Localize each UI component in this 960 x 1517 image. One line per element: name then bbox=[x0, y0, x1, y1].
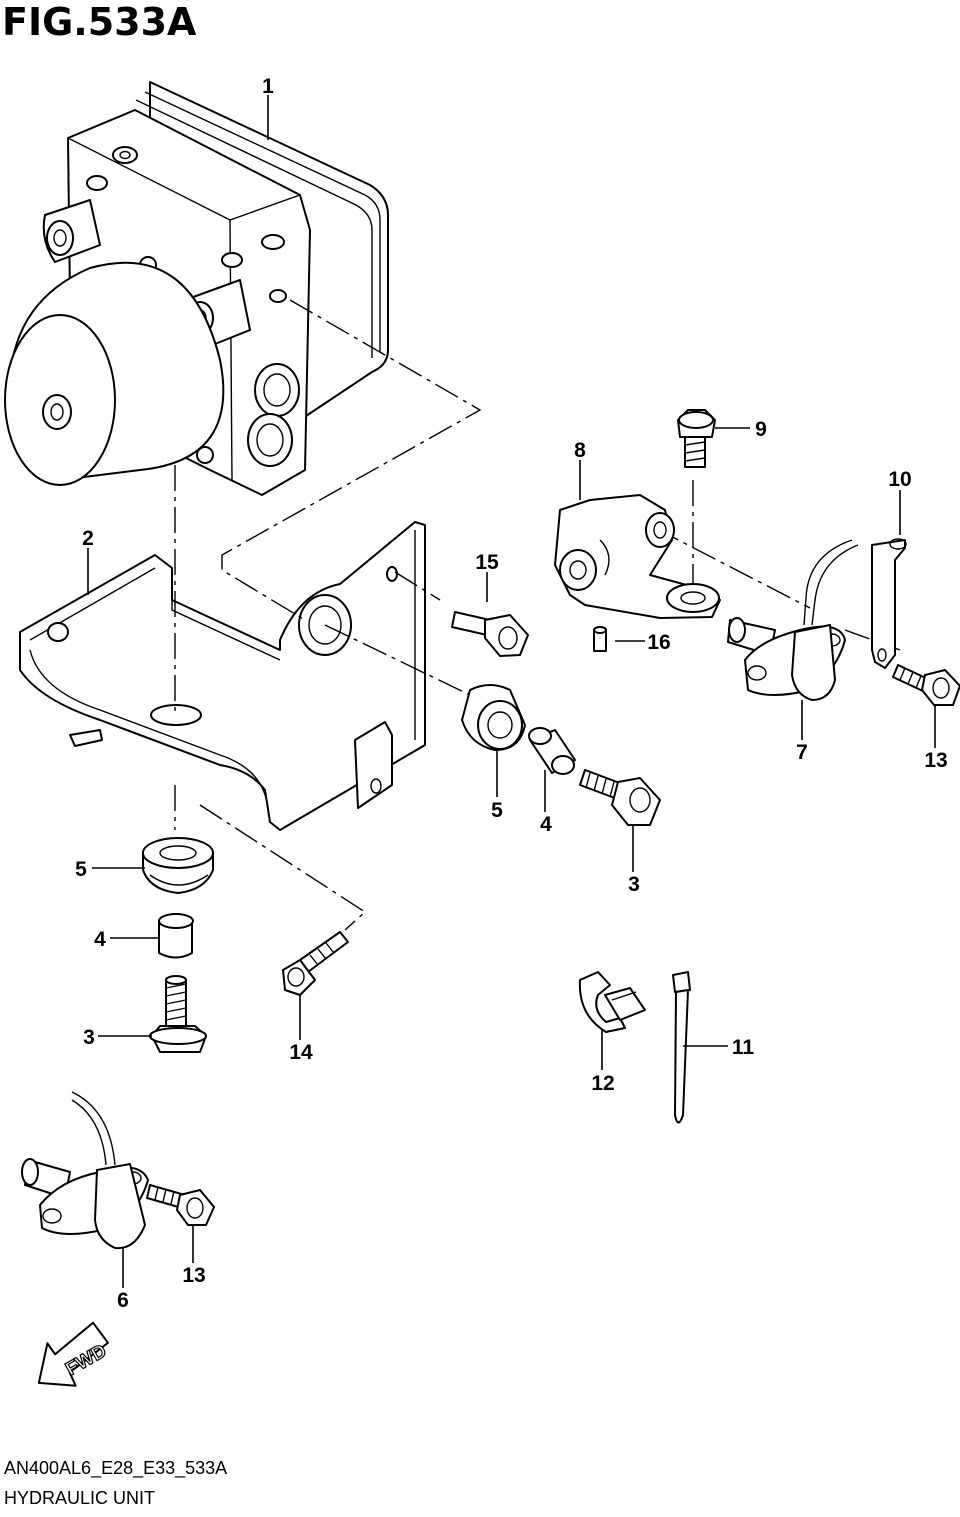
speed-sensor-part-7[interactable] bbox=[727, 539, 859, 701]
callout-6: 6 bbox=[117, 1289, 129, 1312]
collar-part-4-lower[interactable] bbox=[158, 913, 194, 959]
bolt-part-14[interactable] bbox=[282, 931, 349, 996]
assembly-centerlines bbox=[174, 299, 901, 931]
callout-3-lower: 3 bbox=[83, 1026, 95, 1049]
bracket-part-2[interactable] bbox=[19, 521, 426, 831]
callout-7: 7 bbox=[796, 741, 808, 764]
sensor-bracket-part-8[interactable] bbox=[554, 494, 721, 619]
pin-part-16[interactable] bbox=[593, 626, 607, 652]
fwd-arrow-icon: FWD bbox=[37, 1321, 111, 1387]
bolt-part-13-upper[interactable] bbox=[892, 664, 960, 706]
cable-tie-part-11[interactable] bbox=[672, 971, 691, 1124]
grommet-part-5-upper[interactable] bbox=[461, 684, 526, 751]
callout-9: 9 bbox=[755, 418, 767, 441]
model-code: AN400AL6_E28_E33_533A bbox=[4, 1458, 228, 1478]
callout-13-upper: 13 bbox=[924, 749, 947, 772]
callout-3-upper: 3 bbox=[628, 873, 640, 896]
hydraulic-unit-part-1[interactable] bbox=[4, 81, 389, 496]
callout-8: 8 bbox=[574, 439, 586, 462]
clamp-part-12[interactable] bbox=[578, 971, 646, 1033]
grommet-part-5-lower[interactable] bbox=[142, 837, 214, 894]
callout-4-lower: 4 bbox=[94, 928, 106, 951]
callout-16: 16 bbox=[647, 631, 670, 654]
callout-15: 15 bbox=[475, 551, 499, 574]
leader-lines bbox=[87, 95, 936, 1288]
bolt-part-3-lower[interactable] bbox=[149, 975, 207, 1053]
bolt-part-15[interactable] bbox=[451, 611, 529, 657]
bolt-part-3-upper[interactable] bbox=[579, 769, 661, 826]
callout-11: 11 bbox=[732, 1036, 755, 1059]
callout-14: 14 bbox=[289, 1041, 313, 1064]
speed-sensor-part-6[interactable] bbox=[21, 1091, 149, 1250]
bolt-part-13-lower[interactable] bbox=[146, 1184, 215, 1226]
figure-title: FIG.533A bbox=[2, 0, 197, 44]
callout-4-upper: 4 bbox=[540, 813, 552, 836]
callout-2: 2 bbox=[82, 527, 94, 550]
collar-part-4-upper[interactable] bbox=[528, 727, 576, 775]
callout-labels: 1 2 15 8 9 10 16 7 13 5 4 3 5 4 3 14 12 … bbox=[75, 75, 948, 1312]
callout-13-lower: 13 bbox=[182, 1264, 205, 1287]
bolt-part-9[interactable] bbox=[677, 409, 716, 468]
callout-1: 1 bbox=[262, 75, 274, 98]
section-name: HYDRAULIC UNIT bbox=[4, 1488, 156, 1508]
callout-10: 10 bbox=[888, 468, 911, 491]
callout-5-lower: 5 bbox=[75, 858, 87, 881]
clamp-plate-part-10[interactable] bbox=[871, 538, 907, 669]
callout-12: 12 bbox=[591, 1072, 614, 1095]
callout-5-upper: 5 bbox=[491, 799, 503, 822]
